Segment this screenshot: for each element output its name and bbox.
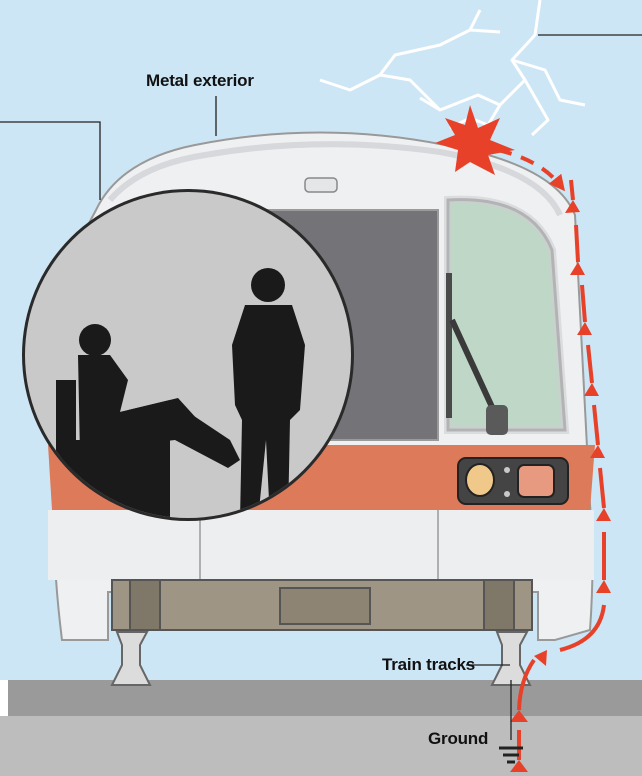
ground-layer <box>0 716 642 776</box>
rail-bed <box>8 680 642 716</box>
train-tracks-label: Train tracks <box>382 655 475 675</box>
ground-label: Ground <box>428 729 488 749</box>
passenger-inset <box>22 189 354 521</box>
metal-exterior-label: Metal exterior <box>146 71 254 91</box>
